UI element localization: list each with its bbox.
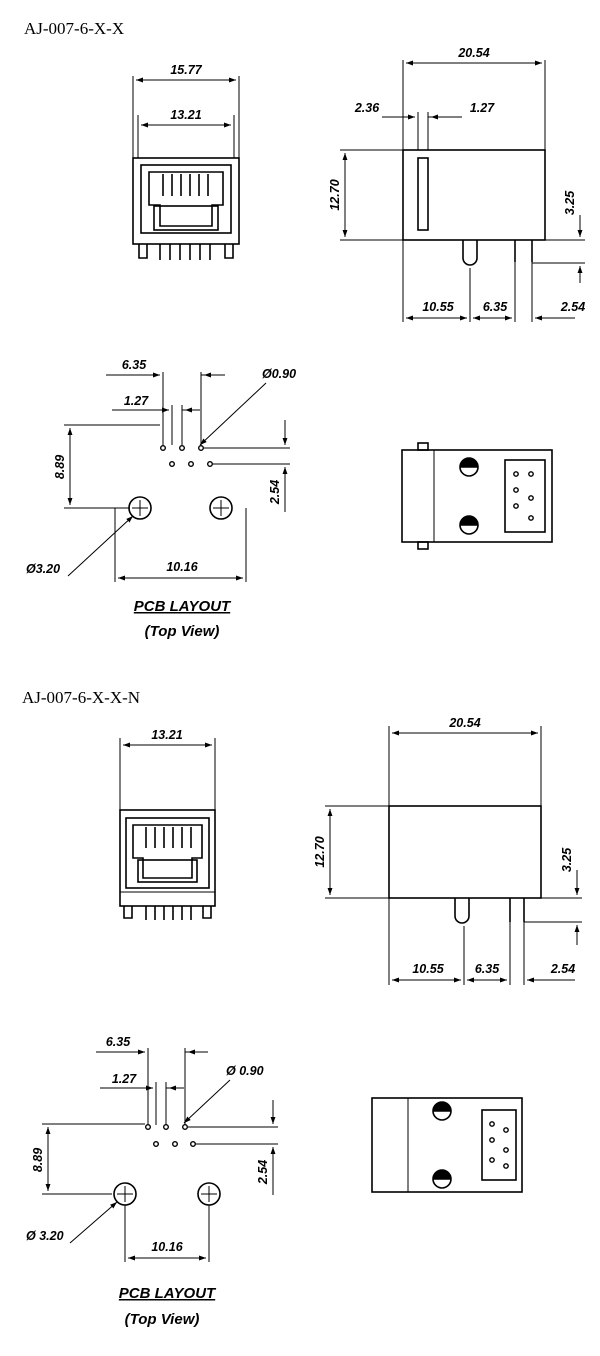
pcb-pin-hole (162, 1123, 169, 1130)
pcb-span-large-label: 10.16 (151, 1240, 183, 1254)
side-view-top: 20.54 2.36 1.27 12.70 3.25 10.55 6.35 2.… (328, 46, 585, 322)
side-length-label: 20.54 (448, 716, 480, 730)
pcb-pin-hole (168, 461, 175, 468)
front-inner-width-label: 13.21 (170, 108, 201, 122)
side-offset-b-label: 1.27 (470, 101, 495, 115)
pcb-pin-hole (189, 1140, 196, 1147)
pcb-pitch-label: 1.27 (112, 1072, 137, 1086)
pcb-pin-hole (171, 1140, 178, 1147)
pcb-pin-hole (181, 1123, 188, 1130)
pcb-pin-hole (206, 461, 213, 468)
pcb-vertical-label: 8.89 (31, 1148, 45, 1172)
pcb-pin-hole (197, 445, 204, 452)
pcb-layout-top: 6.35 1.27 Ø0.90 8.89 2.54 Ø3.20 (26, 358, 296, 640)
pcb-pin-hole (152, 1140, 159, 1147)
pcb-caption-subtitle: (Top View) (125, 1311, 200, 1328)
side-pin-length-label: 3.25 (560, 847, 574, 872)
pcb-layout-bottom: 6.35 1.27 Ø 0.90 8.89 2.54 Ø 3.20 (26, 1035, 278, 1328)
pcb-row-pitch-label: 2.54 (256, 1160, 270, 1185)
side-height-label: 12.70 (313, 836, 327, 867)
side-pos-a-label: 10.55 (412, 962, 444, 976)
side-length-label: 20.54 (457, 46, 489, 60)
pcb-pin-hole (187, 461, 194, 468)
side-pos-c-label: 2.54 (550, 962, 575, 976)
side-pos-c-label: 2.54 (560, 300, 585, 314)
pcb-pin-hole (144, 1123, 151, 1130)
title-top-variant: AJ-007-6-X-X (24, 19, 124, 38)
pcb-hole-large-label: Ø 3.20 (26, 1229, 64, 1243)
pcb-hole-large-label: Ø3.20 (26, 562, 60, 576)
side-pos-b-label: 6.35 (483, 300, 508, 314)
title-bottom-variant: AJ-007-6-X-X-N (22, 688, 140, 707)
pcb-span-small-label: 6.35 (122, 358, 147, 372)
front-view-top: 15.77 13.21 (132, 63, 240, 260)
pcb-span-large-label: 10.16 (166, 560, 198, 574)
pcb-span-small-label: 6.35 (106, 1035, 131, 1049)
side-pin-length-label: 3.25 (563, 190, 577, 215)
side-pos-b-label: 6.35 (475, 962, 500, 976)
bottom-view-top (401, 442, 553, 550)
pcb-pin-hole (159, 445, 166, 452)
bottom-view-bottom (371, 1097, 523, 1193)
pcb-hole-small-label: Ø 0.90 (226, 1064, 264, 1078)
pcb-mounting-hole (128, 496, 152, 520)
pcb-caption-title: PCB LAYOUT (119, 1285, 217, 1302)
side-offset-a-label: 2.36 (354, 101, 380, 115)
pcb-mounting-hole (209, 496, 233, 520)
pcb-pin-hole (178, 445, 185, 452)
pcb-pitch-label: 1.27 (124, 394, 149, 408)
pcb-hole-small-label: Ø0.90 (262, 367, 296, 381)
side-pos-a-label: 10.55 (422, 300, 454, 314)
pcb-caption-title: PCB LAYOUT (134, 598, 232, 615)
front-view-bottom: 13.21 (119, 728, 216, 920)
pcb-row-pitch-label: 2.54 (268, 480, 282, 505)
pcb-caption-subtitle: (Top View) (145, 623, 220, 640)
front-inner-width-label: 13.21 (151, 728, 182, 742)
side-height-label: 12.70 (328, 179, 342, 210)
pcb-vertical-label: 8.89 (53, 455, 67, 479)
side-view-bottom: 20.54 12.70 3.25 10.55 6.35 2.54 (313, 716, 582, 985)
front-outer-width-label: 15.77 (170, 63, 202, 77)
